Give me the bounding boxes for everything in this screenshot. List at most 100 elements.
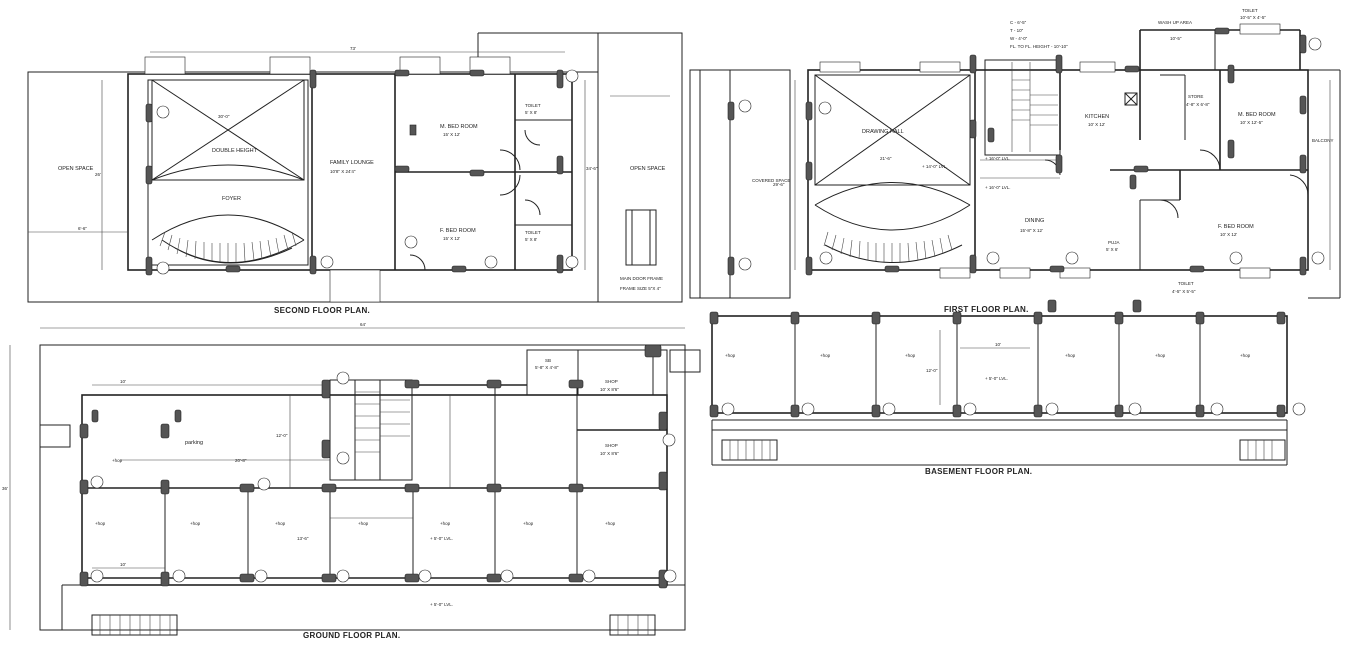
second-dim-right: 34'-6" [586, 166, 598, 171]
column-tags [90, 37, 1325, 583]
second-floor-right-bay [597, 32, 683, 303]
puja-label: PUJA [1108, 240, 1120, 245]
main-door-frame-label: MAIN DOOR FRAME [620, 276, 663, 281]
ground-floor-outline [39, 344, 686, 631]
balcony-label: BALCONY [1312, 138, 1334, 143]
ground-shop2-dim: 10' X 8'6" [600, 451, 619, 456]
first-note-1: C - 6'-5" [1010, 20, 1027, 25]
store-dim: 4'-8" X 6'-8" [1186, 102, 1210, 107]
ground-lvl-1: + 5'-0" LVL. [430, 536, 453, 541]
first-toilet-top-label: TOILET [1242, 8, 1258, 13]
first-note-3: W - 4'-0" [1010, 36, 1028, 41]
ground-dim-13: 13'-6" [297, 536, 309, 541]
first-toilet-top-dim: 10'-5" X 4'-5" [1240, 15, 1266, 20]
first-covered-space [699, 69, 731, 299]
kitchen-dim: 10' X 12' [1088, 122, 1105, 127]
second-toilet2-dim: 5' X 8' [525, 237, 537, 242]
ground-dim-12: 12'-0" [276, 433, 288, 438]
ground-dim-10a: 10' [120, 379, 126, 384]
ground-shop1-dim: 10' X 8'6" [600, 387, 619, 392]
foyer-label: FOYER [222, 196, 241, 202]
ground-floor-columns [79, 344, 668, 589]
second-f-bedroom-label: F. BED ROOM [440, 228, 476, 234]
first-toilet-bottom-dim: 4'-5" X 5'-5" [1172, 289, 1196, 294]
ground-dim-10b: 10' [120, 562, 126, 567]
second-floor-stair [161, 239, 305, 263]
second-floor-columns [145, 69, 564, 276]
second-toilet1-label: TOILET [525, 103, 541, 108]
basement-shop-2: +hop [820, 353, 831, 358]
second-floor-plan [27, 32, 683, 303]
ground-floor-labels: parking 20'-8" SHOP 10' X 8'6" SHOP 10' … [2, 322, 619, 640]
first-m-bedroom-dim: 10' X 12'-5" [1240, 120, 1263, 125]
first-m-bedroom-label: M. BED ROOM [1238, 112, 1276, 118]
first-covered-space-label: COVERED SPACE [752, 178, 790, 183]
ground-dim-top: 64' [360, 322, 366, 327]
basement-shop-4: +hop [1065, 353, 1076, 358]
parking-label: parking [185, 440, 203, 446]
ground-floor-plan [9, 327, 701, 636]
first-note-4: FL. TO FL. HEIGHT - 10'-10" [1010, 44, 1068, 49]
first-note-2: T - 10" [1010, 28, 1024, 33]
ground-shop-e: +hop [358, 521, 369, 526]
first-floor-stair [824, 244, 963, 263]
basement-labels: +hop +hop +hop +hop +hop +hop + 5'-0" LV… [725, 342, 1251, 476]
ground-shop-b: +hop [95, 521, 106, 526]
second-floor-labels: OPEN SPACE OPEN SPACE DOUBLE HEIGHT 30'-… [58, 46, 666, 315]
ground-floor-title: GROUND FLOOR PLAN. [303, 631, 400, 640]
basement-shop-3: +hop [905, 353, 916, 358]
washup-dim: 10'-5" [1170, 36, 1182, 41]
double-height-void [151, 79, 305, 181]
basement-shop-6: +hop [1240, 353, 1251, 358]
basement-floor-title: BASEMENT FLOOR PLAN. [925, 467, 1032, 476]
ground-shop2-label: SHOP [605, 443, 618, 448]
ground-shop-d: +hop [275, 521, 286, 526]
basement-dim-1: 10' [995, 342, 1001, 347]
first-lvl1: + 16'-0" LVL. [985, 156, 1011, 161]
basement-walls [711, 315, 1288, 414]
first-dim-left: 29'-6" [773, 182, 785, 187]
first-floor-plan [689, 23, 1341, 299]
second-dim-top: 73' [350, 46, 356, 51]
second-dim-bottom-left: 6'-6" [78, 226, 87, 231]
first-toilet-bottom-label: TOILET [1178, 281, 1194, 286]
ground-dim-left: 36' [2, 486, 8, 491]
first-floor-columns [727, 27, 1307, 276]
puja-dim: 5' X 6' [1106, 247, 1118, 252]
main-door-frame-size: FRAME SIZE 5"X 4" [620, 286, 661, 291]
ground-floor-stair [329, 379, 413, 481]
ground-shop-h: +hop [605, 521, 616, 526]
ground-shop-f: +hop [440, 521, 451, 526]
ground-shop-g: +hop [523, 521, 534, 526]
first-f-bedroom-dim: 10' X 12' [1220, 232, 1237, 237]
first-lvl2: + 16'-0" LVL. [985, 185, 1011, 190]
drawing-hall-dim: 21'-6" [880, 156, 892, 161]
ground-shop-c: +hop [190, 521, 201, 526]
family-lounge-dim: 10'8" X 24'4" [330, 169, 356, 174]
basement-shop-5: +hop [1155, 353, 1166, 358]
store-label: STORE [1188, 94, 1203, 99]
second-open-space-right: OPEN SPACE [630, 166, 666, 172]
ground-shop-a: +hop [112, 458, 123, 463]
second-f-bedroom-dim: 15' X 12' [443, 236, 460, 241]
basement-lvl: + 5'-0" LVL. [985, 376, 1008, 381]
sb-dim: 5'-8" X 4'-8" [535, 365, 559, 370]
first-f-bedroom-label: F. BED ROOM [1218, 224, 1254, 230]
dining-dim: 15'-8" X 12' [1020, 228, 1043, 233]
second-toilet1-dim: 5' X 8' [525, 110, 537, 115]
double-height-label: DOUBLE HEIGHT [212, 148, 258, 154]
parking-dim: 20'-8" [235, 458, 247, 463]
basement-floor-plan [709, 299, 1288, 466]
second-m-bedroom-label: M. BED ROOM [440, 124, 478, 130]
second-toilet2-label: TOILET [525, 230, 541, 235]
second-open-space-left: OPEN SPACE [58, 166, 94, 172]
kitchen-label: KITCHEN [1085, 114, 1109, 120]
second-m-bedroom-dim: 15' X 12' [443, 132, 460, 137]
drawing-hall-label: DRAWING HALL [862, 129, 904, 135]
sb-label: SB [545, 358, 551, 363]
double-height-dim: 30'-0" [218, 114, 230, 119]
first-floor-title: FIRST FLOOR PLAN. [944, 305, 1029, 314]
dining-label: DINING [1025, 218, 1044, 224]
ground-shop1-box [577, 349, 654, 396]
